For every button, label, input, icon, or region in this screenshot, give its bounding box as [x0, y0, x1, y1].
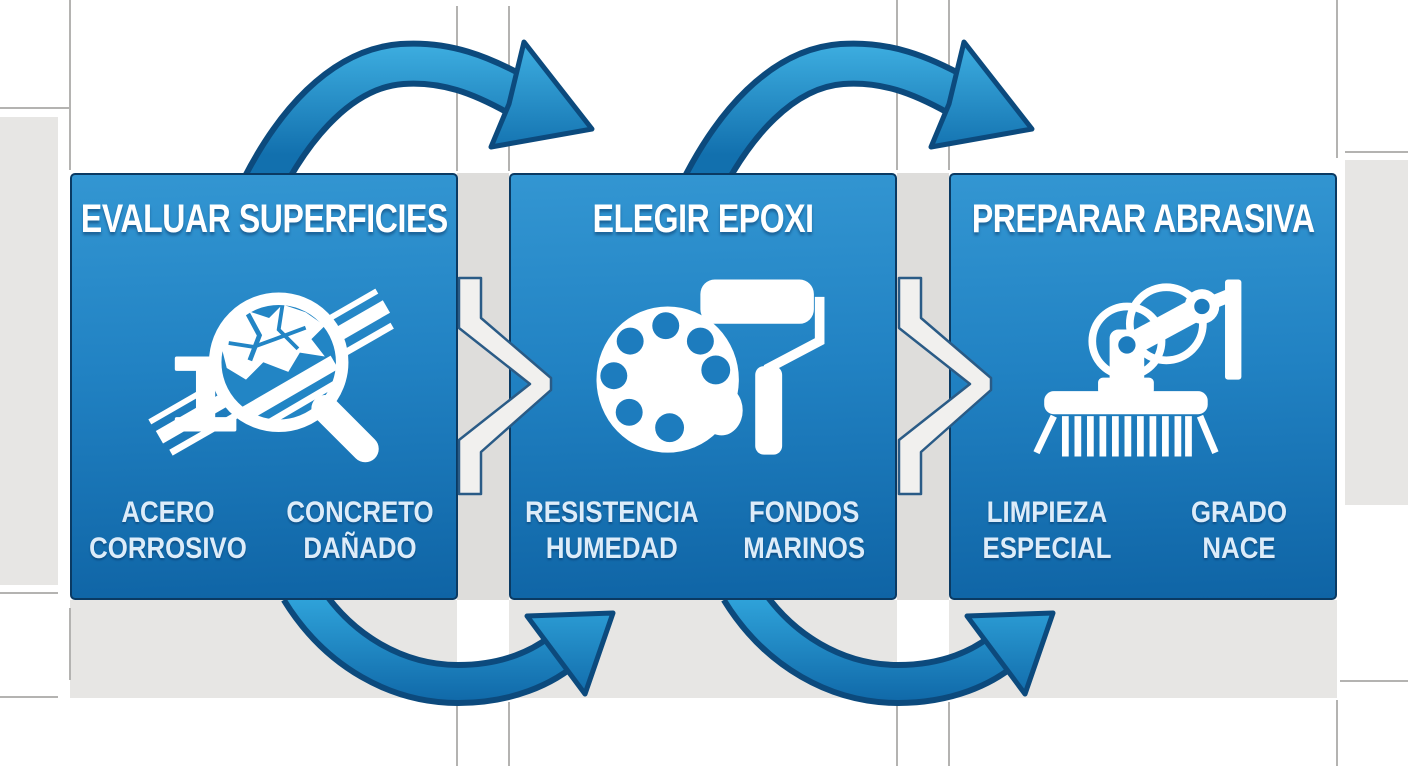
top-arrow-1	[229, 39, 595, 222]
label-concreto-danado: CONCRETO DAÑADO	[286, 496, 434, 565]
panel-labels: RESISTENCIA HUMEDAD FONDOS MARINOS	[511, 495, 895, 566]
right-gray-tile	[1345, 160, 1408, 505]
scrub-brush	[1033, 390, 1219, 457]
robot-brush-icon	[1033, 279, 1242, 457]
robotic-arm	[1098, 279, 1242, 395]
lens-interior	[219, 302, 339, 422]
icon-area	[951, 242, 1335, 495]
panel-title: PREPARAR ABRASIVA	[971, 197, 1315, 241]
magnifier-handle	[311, 394, 379, 462]
panel-labels: LIMPIEZA ESPECIAL GRADO NACE	[951, 495, 1335, 566]
icon-area	[72, 242, 456, 495]
ring-decoration	[1125, 282, 1207, 364]
left-gray-tile	[0, 117, 58, 585]
bottom-arrow-1	[281, 578, 616, 707]
bottom-arrow-1-head	[524, 610, 616, 697]
gap-strip-1	[457, 173, 509, 600]
panel-labels: ACERO CORROSIVO CONCRETO DAÑADO	[72, 495, 456, 566]
panel-title: ELEGIR EPOXI	[592, 197, 814, 241]
magnifier-beam-icon	[148, 288, 394, 462]
step-panel-elegir: ELEGIR EPOXI	[509, 173, 897, 600]
ibeam-profile	[174, 356, 237, 432]
label-grado-nace: GRADO NACE	[1190, 496, 1288, 565]
palette-roller-icon	[596, 279, 825, 455]
label-limpieza-especial: LIMPIEZA ESPECIAL	[982, 496, 1112, 565]
label-resistencia-humedad: RESISTENCIA HUMEDAD	[525, 496, 699, 565]
label-fondos-marinos: FONDOS MARINOS	[742, 496, 865, 565]
step-panel-evaluar: EVALUAR SUPERFICIES	[70, 173, 458, 600]
panel-title: EVALUAR SUPERFICIES	[80, 197, 448, 241]
step-panel-preparar: PREPARAR ABRASIVA	[949, 173, 1337, 600]
icon-area	[511, 242, 895, 495]
magnifier-ring	[208, 292, 349, 432]
paint-palette	[596, 306, 743, 453]
paint-roller	[700, 279, 825, 455]
label-acero-corrosivo: ACERO CORROSIVO	[89, 496, 247, 565]
gap-strip-2	[897, 173, 949, 600]
top-arrow-1-head	[488, 39, 595, 150]
